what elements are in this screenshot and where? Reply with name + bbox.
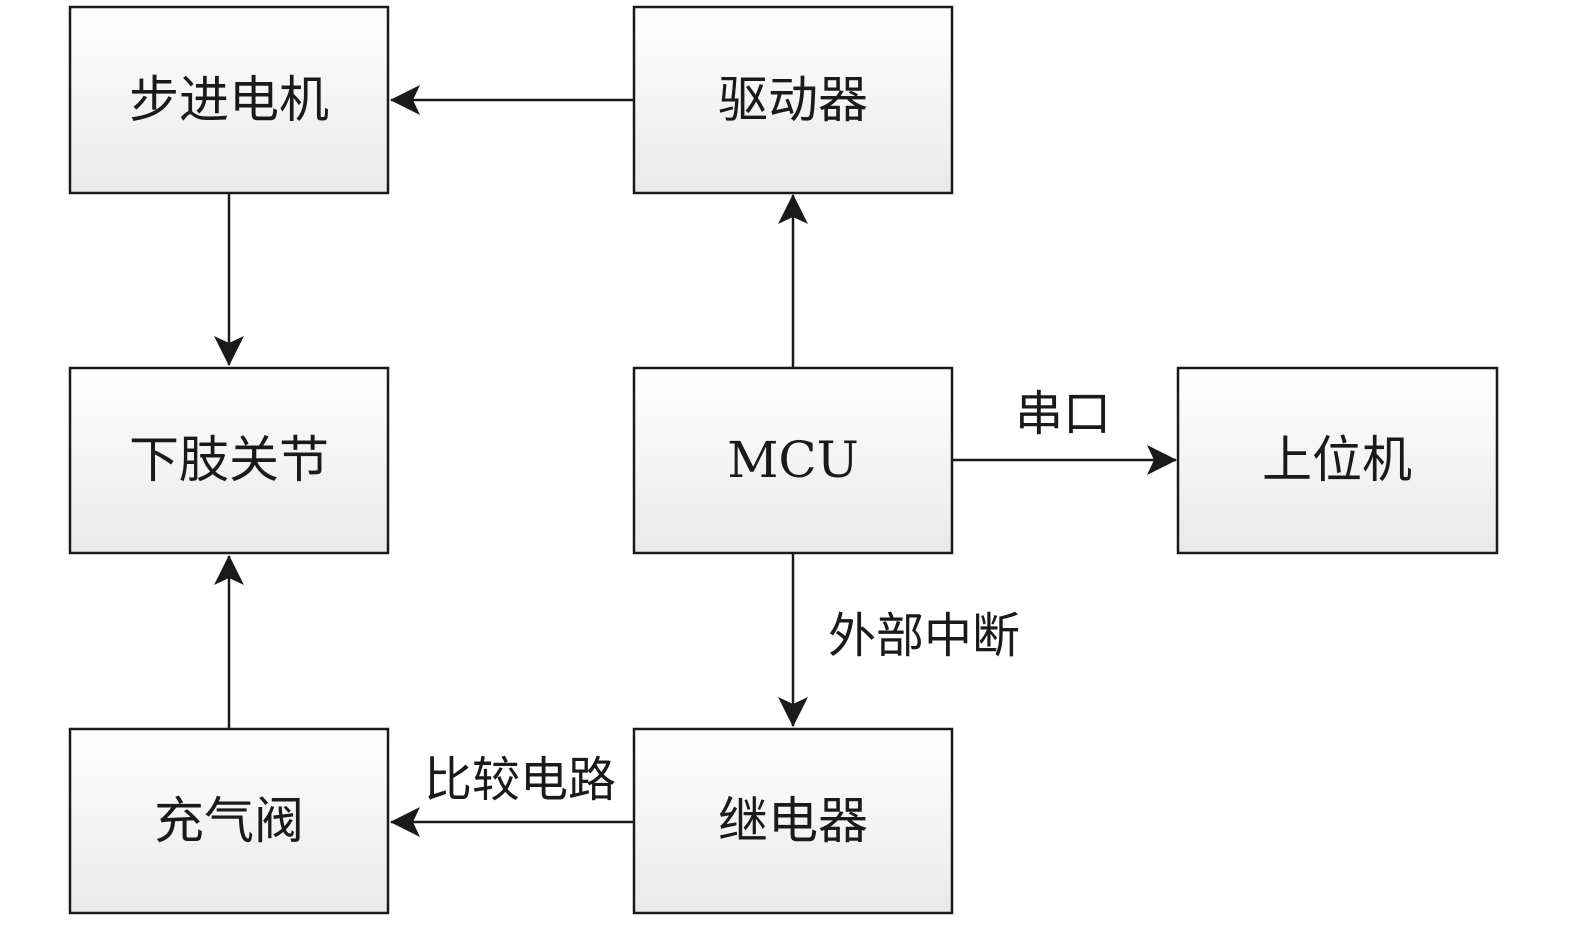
edge-label-external-interrupt: 外部中断 bbox=[828, 608, 1020, 664]
edge-label-comparator-circuit: 比较电路 bbox=[424, 752, 616, 808]
block-label-relay: 继电器 bbox=[718, 792, 868, 850]
block-label-lower-limb-joint: 下肢关节 bbox=[129, 431, 329, 489]
edge-label-serial-port: 串口 bbox=[1015, 386, 1111, 442]
block-label-mcu: MCU bbox=[727, 431, 859, 489]
block-label-stepper-motor: 步进电机 bbox=[129, 71, 329, 129]
block-label-inflation-valve: 充气阀 bbox=[154, 792, 304, 850]
block-inflation-valve: 充气阀 bbox=[68, 727, 390, 915]
block-driver: 驱动器 bbox=[632, 5, 954, 195]
block-lower-limb-joint: 下肢关节 bbox=[68, 366, 390, 555]
block-host-computer: 上位机 bbox=[1176, 366, 1499, 555]
block-label-host-computer: 上位机 bbox=[1262, 431, 1412, 489]
block-relay: 继电器 bbox=[632, 727, 954, 915]
block-label-driver: 驱动器 bbox=[718, 71, 868, 129]
block-mcu: MCU bbox=[632, 366, 954, 555]
block-stepper-motor: 步进电机 bbox=[68, 5, 390, 195]
